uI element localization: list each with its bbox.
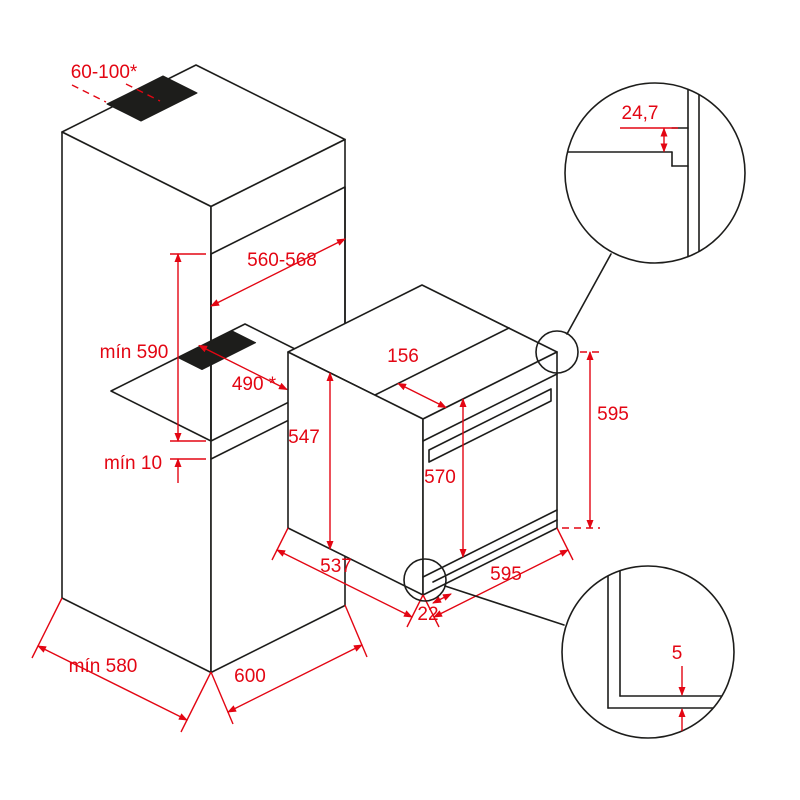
dim-label-vent-clearance: 60-100* [71,62,138,83]
detail-leader-bottom [444,585,565,626]
dim-line-oven-depth [276,549,413,618]
ext-line [210,671,234,725]
dim-label-bottom-clearance: mín 10 [104,453,162,474]
cabinet-left-face [61,131,212,674]
oven [287,284,558,596]
dim-label-cabinet-width: 600 [234,666,266,687]
control-panel-edge [422,373,558,442]
detail-circle-top: 24,7 [564,82,746,264]
dim-label-cabinet-depth: mín 580 [69,656,138,677]
dim-label-oven-width: 595 [490,564,522,585]
dim-label-oven-height: 595 [597,404,629,425]
dim-line-cabinet-width [227,644,363,713]
dim-line-niche-depth [198,344,288,391]
ext-line [180,671,212,733]
dim-label-top-overhang: 24,7 [622,103,659,124]
vent-leader-line [71,84,107,103]
ext-line [556,527,574,561]
dim-label-niche-width: 560-568 [247,250,317,271]
dim-label-bottom-gap: 5 [672,643,683,664]
vent-leader-line [125,83,161,102]
dim-line-oven-width [433,549,569,618]
dim-line-cabinet-depth [37,645,188,721]
dim-label-top-recess: 156 [387,346,419,367]
detail-links [403,253,612,626]
detail-circle-bottom-outline [561,565,735,739]
detail-marker-bottom-corner [403,558,447,602]
dim-label-door-height: 570 [424,467,456,488]
detail-marker-top-corner [535,330,579,374]
dim-label-niche-depth: 490 * [232,374,277,395]
dim-line-base-offset [432,593,452,604]
ext-line [31,597,63,659]
detail-leader-top [566,253,612,335]
ext-line [344,604,368,658]
detail-circle-top-content [565,84,700,262]
dim-label-body-height: 547 [288,427,320,448]
ext-line [271,527,289,561]
dim-line-top-recess [397,382,447,409]
oven-dimensions: 156 547 570 595 537 595 22 [271,346,629,628]
cabinet-dimensions: 60-100* 560-568 mín 590 mín 10 490 * mín… [31,62,368,733]
dim-label-oven-depth: 537 [320,556,352,577]
detail-circle-top-outline [564,82,746,264]
dim-line-niche-width [210,238,346,307]
dim-label-niche-height: mín 590 [100,342,169,363]
vent-cutout [106,75,198,122]
dim-label-base-offset: 22 [417,604,438,625]
detail-circle-bottom: 5 [561,565,735,739]
